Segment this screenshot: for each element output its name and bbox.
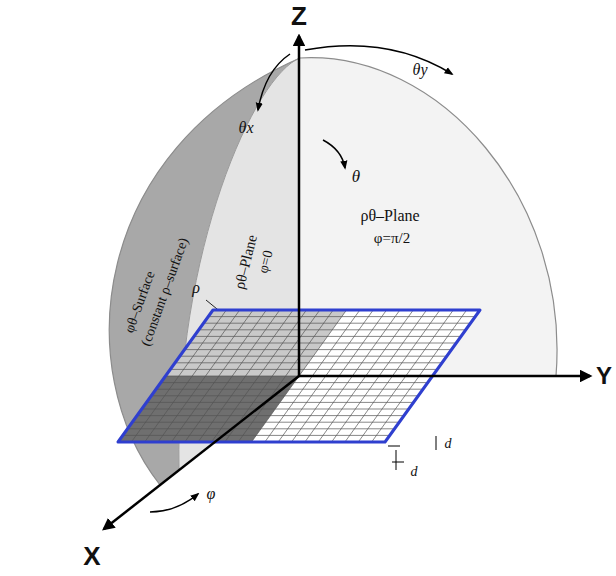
grid-line <box>199 329 466 330</box>
angle-label: θx <box>239 120 254 136</box>
hemisphere-outline <box>109 58 557 485</box>
plane-label: φ=π/2 <box>374 231 410 246</box>
z-axis <box>298 36 301 376</box>
angle-label: φ <box>207 486 216 502</box>
dimension-tick <box>396 450 397 470</box>
x-axis <box>104 376 299 529</box>
theta-arrow <box>323 140 345 168</box>
theta-y-arrow <box>305 46 452 74</box>
dimension-tick <box>388 446 400 447</box>
phi-arrow <box>150 494 198 512</box>
dimension-label: d <box>411 465 418 479</box>
grid-line <box>204 323 471 324</box>
dimension-tick <box>436 436 437 450</box>
angle-label: θ <box>352 168 360 185</box>
axis-label: X <box>83 543 100 569</box>
y-axis <box>299 375 590 378</box>
axis-label: Y <box>596 364 612 388</box>
dimension-label: d <box>445 437 452 451</box>
grid-line <box>208 316 475 317</box>
radius-label: ρ <box>192 280 200 296</box>
plane-label: ρθ–Plane <box>360 208 419 224</box>
theta-x-arrow <box>258 54 290 110</box>
axis-label: Z <box>291 3 307 29</box>
dimension-tick <box>392 462 404 463</box>
angle-label: θy <box>413 62 428 78</box>
